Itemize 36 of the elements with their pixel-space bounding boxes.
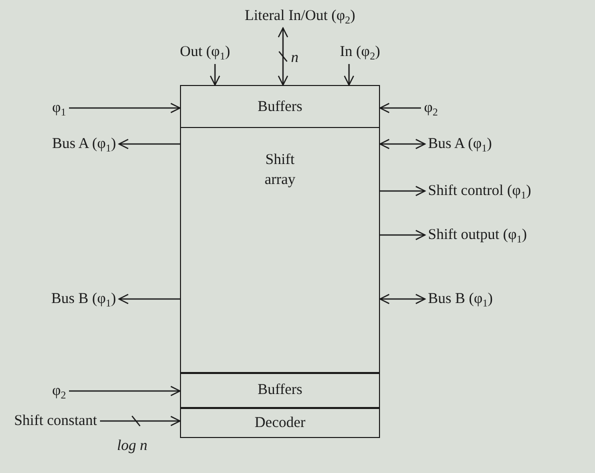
signal-arrow [379,102,421,114]
signal-label: Shift constant [0,411,97,431]
signal-arrow [69,386,181,396]
signal-label: φ$_{2}$ [20,381,66,401]
signal-arrow [380,230,426,240]
signal-label: Shift control (φ$_{1}$) [428,181,595,201]
signal-label: In (φ$_{2}$) [318,42,402,62]
module-band [180,407,380,438]
signal-arrow [118,138,180,150]
signal-arrow [344,64,354,86]
signal-arrow [379,294,426,304]
band-label: Decoder [254,414,306,432]
signal-arrow [380,186,426,196]
module-band [180,85,380,128]
module-band [180,372,380,408]
band-label: Shift array [264,150,296,190]
signal-label: Literal In/Out (φ$_{2}$) [190,6,410,26]
band-label: Buffers [258,381,302,400]
signal-label: Bus A (φ$_{1}$) [428,134,588,154]
signal-arrow [210,64,220,86]
signal-arrow [100,416,181,426]
signal-label: φ$_{1}$ [20,98,66,118]
signal-label: Bus B (φ$_{1}$) [428,289,588,309]
signal-label: Shift output (φ$_{1}$) [428,225,595,245]
signal-label: Bus B (φ$_{1}$) [0,289,116,309]
band-label: Buffers [258,98,302,116]
signal-arrow [118,294,180,304]
signal-arrow [278,27,288,86]
module-band [180,126,380,374]
edge-label: n [290,50,300,66]
signal-arrow [69,102,181,114]
edge-label: log n [116,438,148,454]
signal-label: φ$_{2}$ [424,98,464,118]
signal-arrow [379,138,426,150]
signal-label: Bus A (φ$_{1}$) [0,134,116,154]
signal-label: Out (φ$_{1}$) [160,42,250,62]
